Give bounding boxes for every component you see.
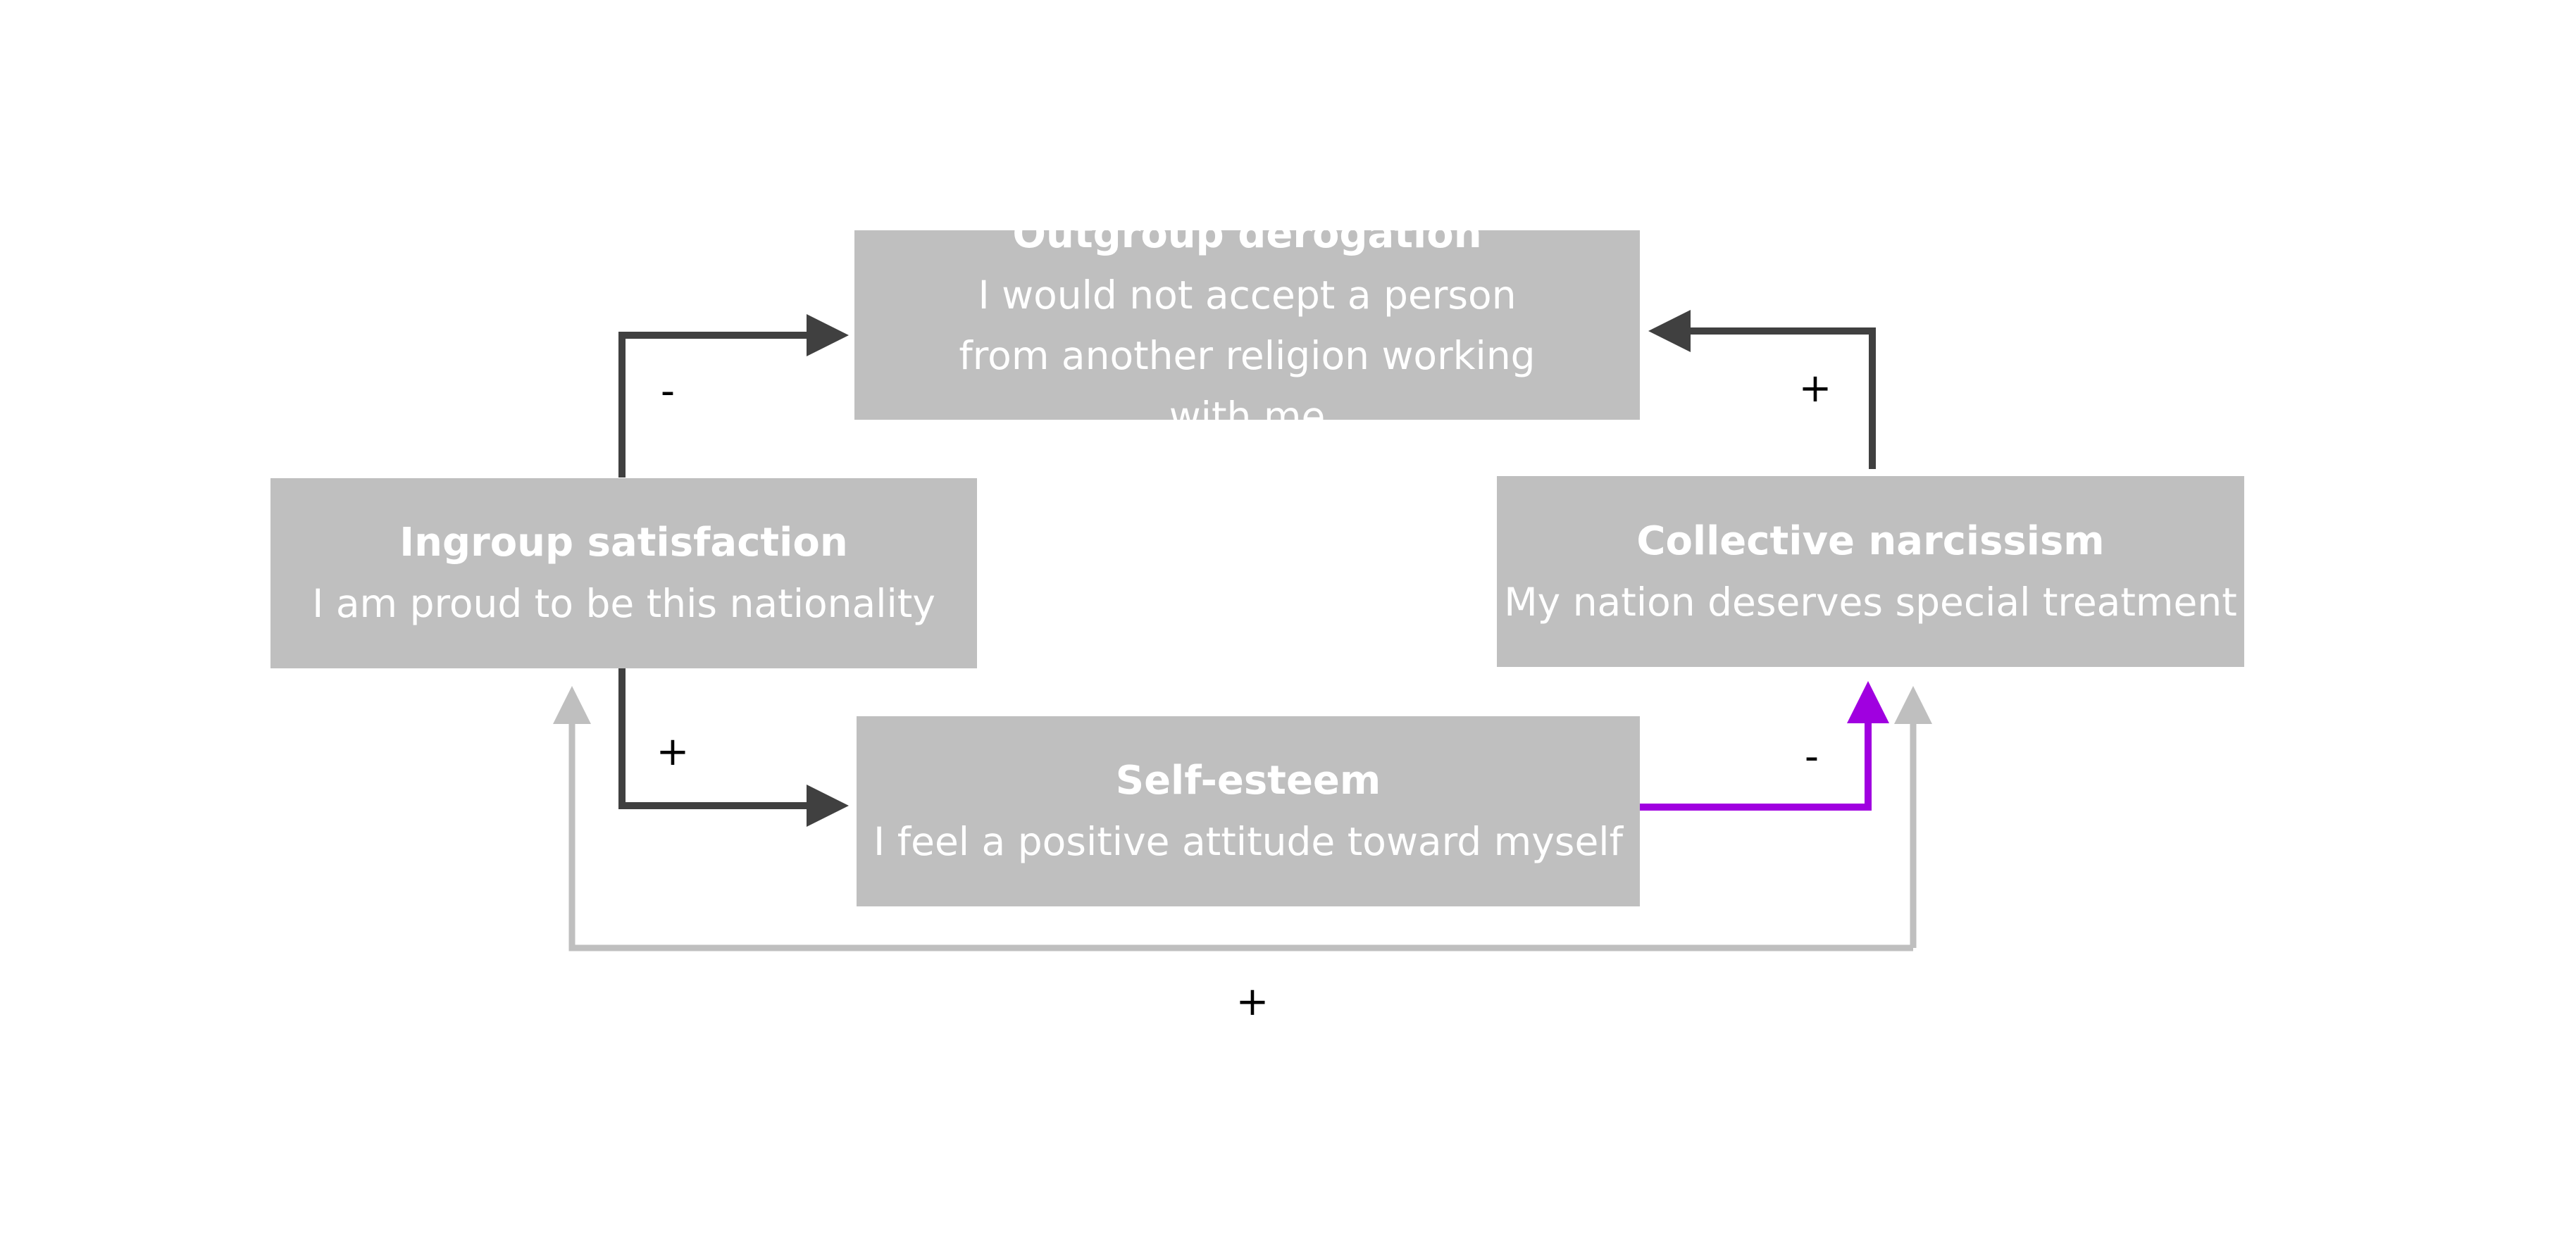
node-title: Outgroup derogation	[1012, 211, 1482, 257]
edge-sign-narcissism-ingroup: +	[1236, 979, 1269, 1025]
edge-sign-ingroup-selfesteem: +	[656, 729, 690, 775]
node-description: My nation deserves special treatment	[1504, 579, 2237, 625]
node-title: Collective narcissism	[1636, 518, 2105, 564]
edge-sign-narcissism-outgroup: +	[1798, 366, 1832, 411]
node-collective-narcissism: Collective narcissism My nation deserves…	[1497, 476, 2244, 667]
edge-narcissism-to-outgroup	[1648, 310, 1876, 469]
edge-ingroup-to-outgroup	[618, 314, 849, 477]
node-description: I am proud to be this nationality	[312, 581, 935, 626]
edge-narcissism-to-ingroup	[553, 686, 1913, 951]
node-outgroup-derogation: Outgroup derogation I would not accept a…	[854, 211, 1640, 439]
edge-sign-ingroup-outgroup: -	[660, 368, 676, 414]
node-description: I would not accept a person from another…	[959, 272, 1536, 439]
node-description: I feel a positive attitude toward myself	[873, 819, 1623, 864]
node-ingroup-satisfaction: Ingroup satisfaction I am proud to be th…	[270, 478, 977, 668]
edge-selfesteem-to-narcissism	[1640, 681, 1889, 811]
node-title: Ingroup satisfaction	[399, 520, 848, 566]
node-title: Self-esteem	[1115, 758, 1381, 804]
edge-sign-selfesteem-narcissism: -	[1804, 734, 1819, 780]
edge-ingroup-to-selfesteem	[618, 667, 849, 827]
node-self-esteem: Self-esteem I feel a positive attitude t…	[857, 716, 1640, 906]
